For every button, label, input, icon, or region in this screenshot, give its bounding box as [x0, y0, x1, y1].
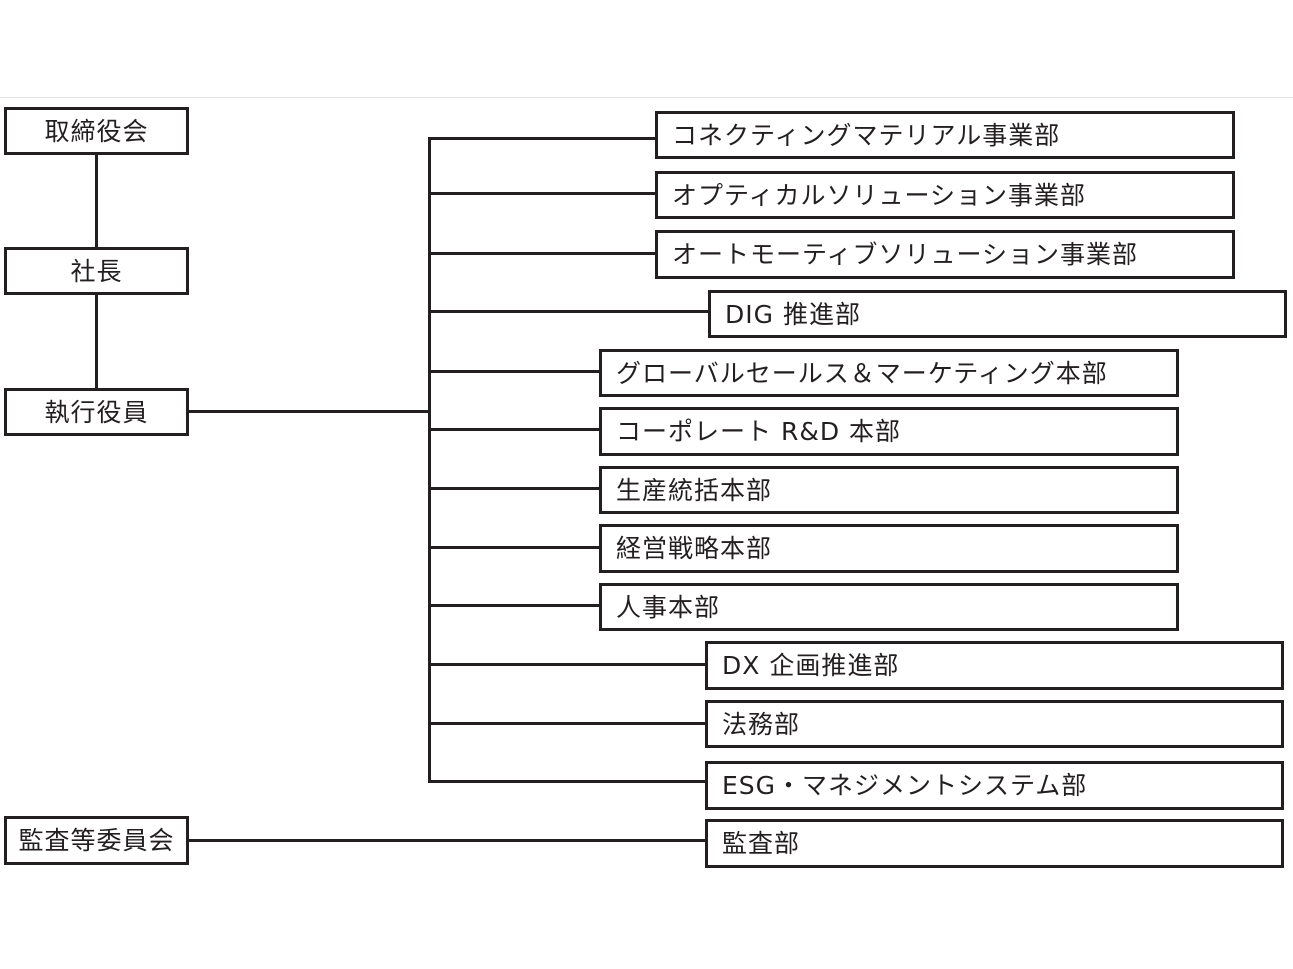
- branch-line: [428, 780, 707, 783]
- branch-line: [428, 310, 710, 313]
- department-box: ESG・マネジメントシステム部: [705, 761, 1284, 810]
- branch-line: [428, 663, 707, 666]
- president-box: 社長: [4, 247, 189, 295]
- branch-line: [428, 192, 657, 195]
- branch-line: [428, 604, 601, 607]
- board-president-connector: [95, 155, 98, 247]
- branch-line: [428, 370, 601, 373]
- audit-connector: [189, 839, 707, 842]
- department-trunk-line: [428, 137, 431, 783]
- audit-department-box: 監査部: [705, 819, 1284, 868]
- department-box: DX 企画推進部: [705, 641, 1284, 690]
- audit-department-label: 監査部: [722, 829, 801, 858]
- department-box: コーポレート R&D 本部: [599, 407, 1179, 456]
- department-label: コネクティングマテリアル事業部: [672, 120, 1061, 150]
- department-label: コーポレート R&D 本部: [616, 417, 902, 446]
- president-officers-connector: [95, 295, 98, 388]
- department-box: 人事本部: [599, 583, 1179, 631]
- board-of-directors-box: 取締役会: [4, 107, 189, 155]
- department-box: オートモーティブソリューション事業部: [655, 230, 1235, 279]
- officers-trunk-connector: [189, 410, 431, 413]
- branch-line: [428, 487, 601, 490]
- department-label: オートモーティブソリューション事業部: [672, 240, 1139, 269]
- department-label: 人事本部: [616, 592, 721, 622]
- department-label: 生産統括本部: [616, 475, 773, 505]
- audit-committee-label: 監査等委員会: [18, 826, 175, 855]
- department-label: ESG・マネジメントシステム部: [722, 771, 1088, 800]
- department-box: コネクティングマテリアル事業部: [655, 111, 1235, 159]
- audit-committee-box: 監査等委員会: [4, 816, 189, 865]
- branch-line: [428, 428, 601, 431]
- department-box: 法務部: [705, 700, 1284, 748]
- department-box: 経営戦略本部: [599, 524, 1179, 573]
- department-label: 経営戦略本部: [616, 534, 773, 563]
- president-label: 社長: [70, 256, 123, 286]
- department-label: グローバルセールス＆マーケティング本部: [616, 358, 1108, 388]
- department-label: オプティカルソリューション事業部: [672, 180, 1087, 210]
- department-box: DIG 推進部: [708, 290, 1287, 338]
- branch-line: [428, 722, 707, 725]
- department-label: DIG 推進部: [725, 299, 861, 329]
- executive-officers-label: 執行役員: [44, 397, 149, 427]
- department-box: グローバルセールス＆マーケティング本部: [599, 349, 1179, 397]
- branch-line: [428, 252, 657, 255]
- department-label: 法務部: [722, 709, 801, 739]
- top-divider: [0, 97, 1293, 98]
- board-of-directors-label: 取締役会: [44, 116, 149, 146]
- department-box: 生産統括本部: [599, 466, 1179, 514]
- executive-officers-box: 執行役員: [4, 388, 189, 436]
- branch-line: [428, 546, 601, 549]
- department-label: DX 企画推進部: [722, 651, 900, 680]
- branch-line: [428, 137, 657, 140]
- department-box: オプティカルソリューション事業部: [655, 171, 1235, 219]
